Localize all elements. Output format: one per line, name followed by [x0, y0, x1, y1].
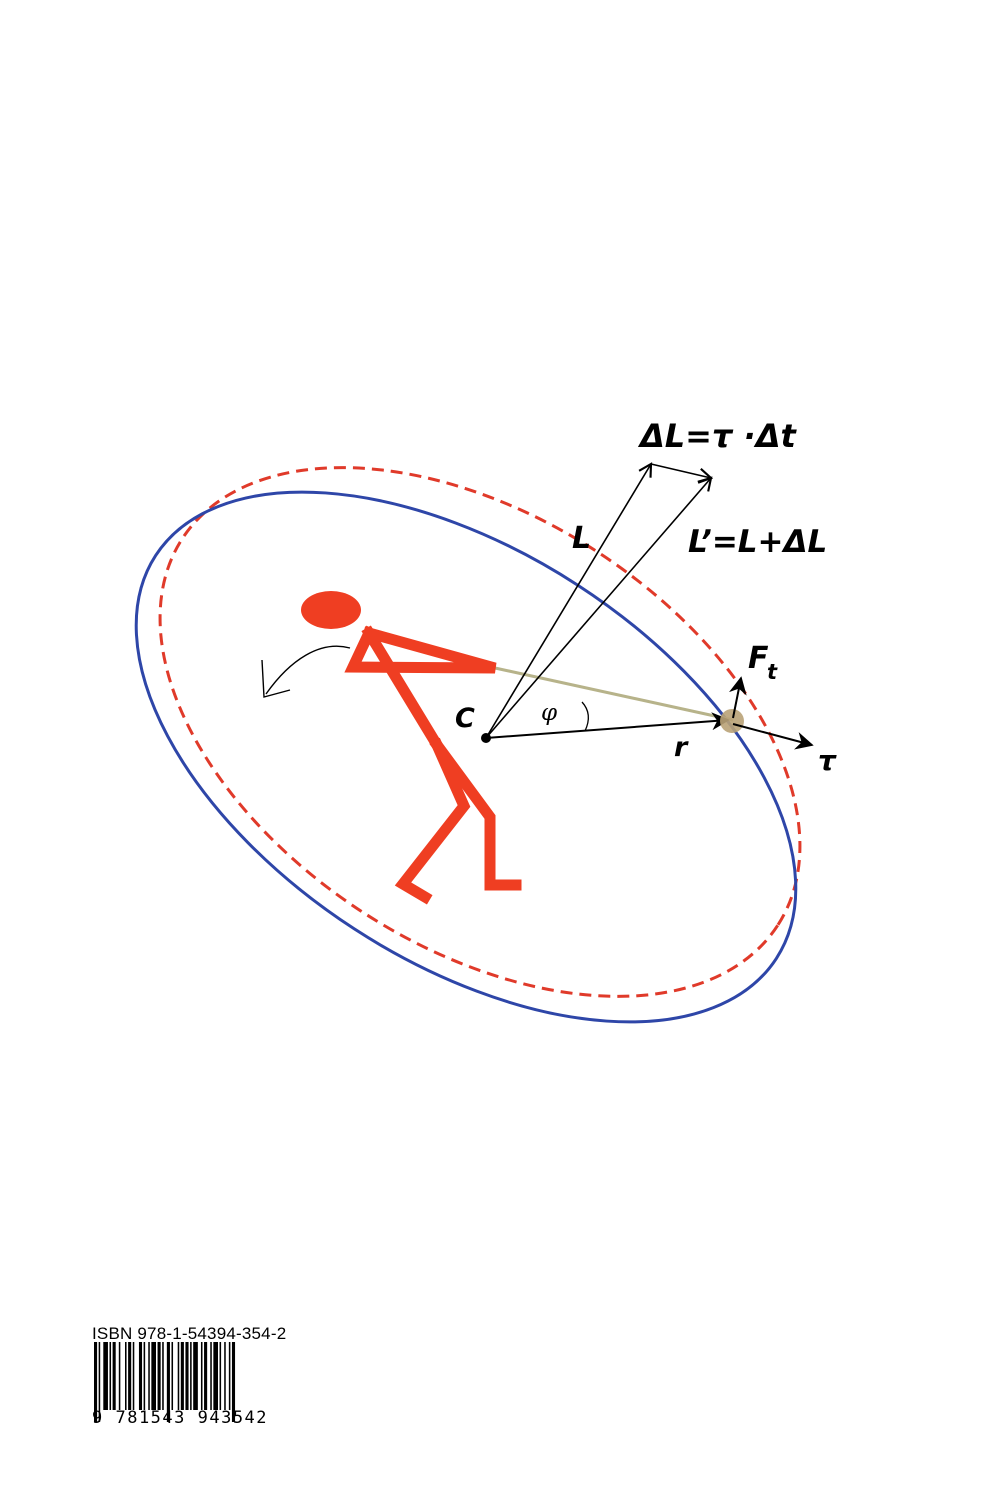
isbn-barcode: [94, 1342, 236, 1422]
f-subscript-label: t: [767, 660, 778, 684]
phi-label: φ: [541, 700, 558, 726]
l-prime-label: L’=L+ΔL: [688, 524, 827, 560]
center-point: [481, 733, 491, 743]
cable-line: [494, 666, 734, 722]
l-label: L: [572, 521, 591, 556]
delta-l-label: ΔL=τ ·Δt: [637, 417, 797, 455]
torque-vector: [732, 723, 814, 750]
radius-vector: [485, 712, 730, 739]
f-label: F: [748, 641, 769, 676]
barcode-digits: 9 781543 943542: [92, 1408, 269, 1428]
rotation-arrow: [265, 645, 351, 695]
thrower-head: [301, 591, 361, 629]
isbn-text: ISBN 978-1-54394-354-2: [92, 1324, 287, 1343]
delta-l-vector: [650, 463, 714, 483]
orbit-ellipse: [134, 490, 798, 1024]
r-label: r: [674, 732, 689, 763]
l-vector: [485, 462, 653, 739]
l-prime-vector: [485, 476, 713, 739]
rotation-arrowhead: [261, 659, 291, 698]
phi-angle-arc: [581, 701, 589, 732]
rotated-orbit-ellipse: [158, 466, 802, 998]
tangential-force-vector: [728, 676, 747, 719]
thrower-figure: [301, 591, 522, 905]
ball: [720, 709, 744, 733]
c-label: C: [455, 703, 475, 734]
tau-label: τ: [818, 744, 837, 777]
